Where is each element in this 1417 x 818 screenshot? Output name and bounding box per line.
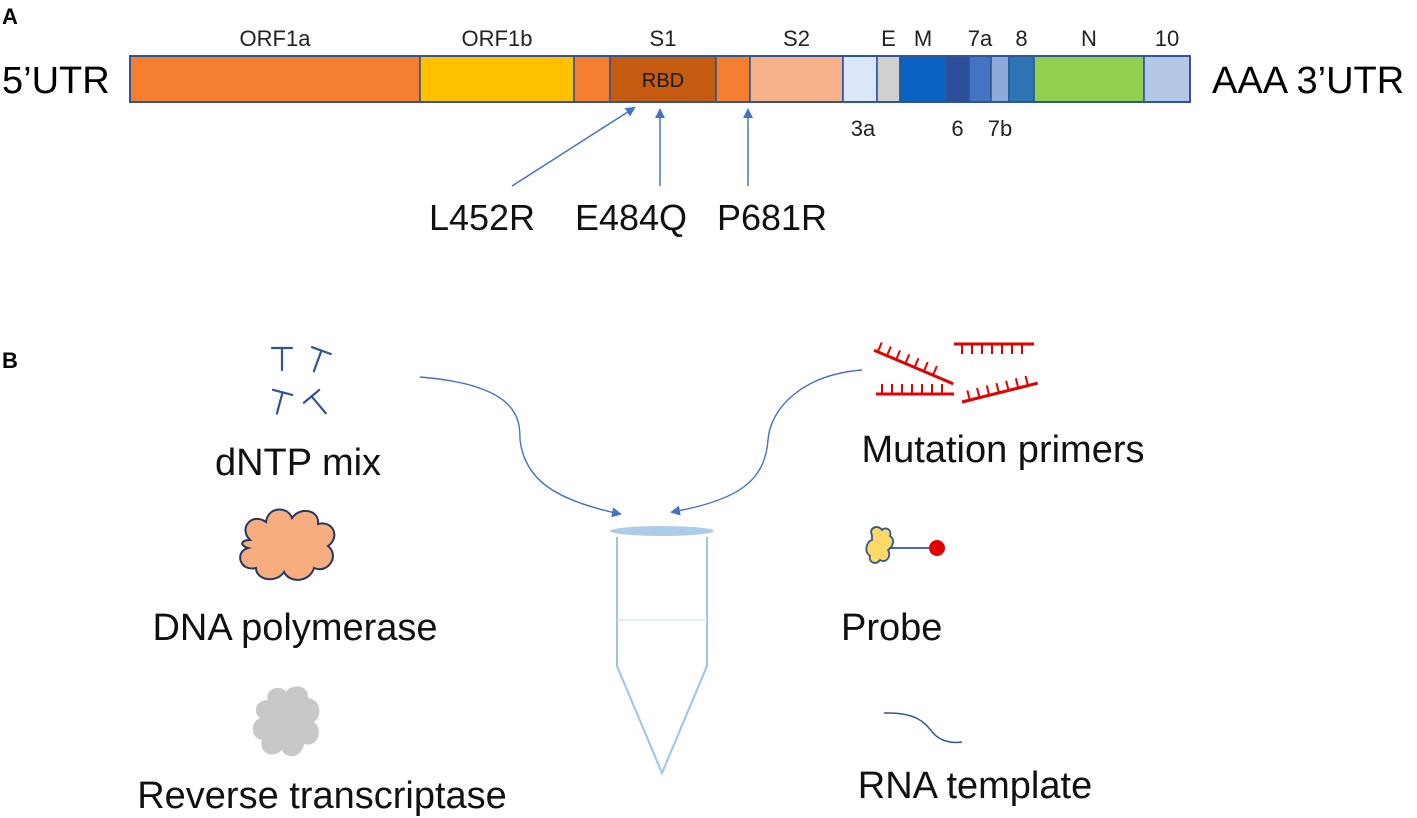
reverse-transcriptase-icon: [252, 686, 320, 757]
gene-segment-m: [899, 55, 947, 103]
gene-label-rbd: RBD: [642, 70, 684, 92]
gene-segment-3a: [842, 55, 878, 103]
reaction-tube-icon: [610, 526, 714, 776]
utr5-label: 5’UTR: [2, 60, 110, 102]
gene-segment-n: [1033, 55, 1145, 103]
gene-label-6: 6: [951, 116, 963, 141]
panel-label-b: B: [2, 348, 18, 373]
gene-segment-7a: [968, 55, 992, 103]
genome-bar-frame: [129, 55, 1191, 103]
gene-label-3a: 3a: [851, 116, 876, 141]
gene-label-s2: S2: [783, 26, 810, 51]
rna-template-icon: [883, 712, 963, 744]
gene-label-8: 8: [1015, 26, 1027, 51]
gene-segment-orf1a: [129, 55, 421, 103]
mutation-label-p681r: P681R: [717, 197, 827, 238]
gene-label-m: M: [914, 26, 932, 51]
s1-label: S1: [650, 26, 677, 51]
gene-segment-6: [945, 55, 970, 103]
gene-segment-8: [1008, 55, 1035, 103]
panel-label-a: A: [2, 4, 18, 29]
mutation-primers-label: Mutation primers: [862, 429, 1145, 471]
gene-label-7b: 7b: [988, 116, 1012, 141]
gene-segment-e: [876, 55, 901, 103]
gene-label-n: N: [1081, 26, 1097, 51]
gene-label-10: 10: [1155, 26, 1179, 51]
dna-polymerase-label: DNA polymerase: [152, 607, 437, 649]
gene-segment-7b: [990, 55, 1010, 103]
utr3-label: AAA 3’UTR: [1212, 60, 1404, 102]
probe-label: Probe: [841, 607, 942, 649]
curve-arrow-right: [670, 369, 863, 516]
gene-segment-s1-b: [715, 55, 751, 103]
dntp-icon: [270, 346, 332, 415]
gene-label-orf1b: ORF1b: [462, 26, 533, 51]
gene-segment-s1-a: [573, 55, 611, 103]
mutation-primers-icon: [873, 342, 1039, 404]
gene-segment-s2: [749, 55, 844, 103]
mutation-label-e484q: E484Q: [575, 197, 687, 238]
dna-polymerase-icon: [239, 508, 336, 581]
rna-template-label: RNA template: [858, 765, 1092, 807]
gene-label-orf1a: ORF1a: [240, 26, 312, 51]
probe-icon: [865, 526, 945, 564]
dntp-label: dNTP mix: [215, 442, 381, 484]
gene-label-e: E: [881, 26, 896, 51]
gene-segment-10: [1143, 55, 1191, 103]
gene-segment-orf1b: [419, 55, 575, 103]
mutation-label-l452r: L452R: [429, 197, 535, 238]
reverse-transcriptase-label: Reverse transcriptase: [137, 775, 507, 817]
gene-label-7a: 7a: [968, 26, 993, 51]
mutation-arrow-l452r: [511, 106, 636, 187]
curve-arrow-left: [419, 376, 622, 518]
